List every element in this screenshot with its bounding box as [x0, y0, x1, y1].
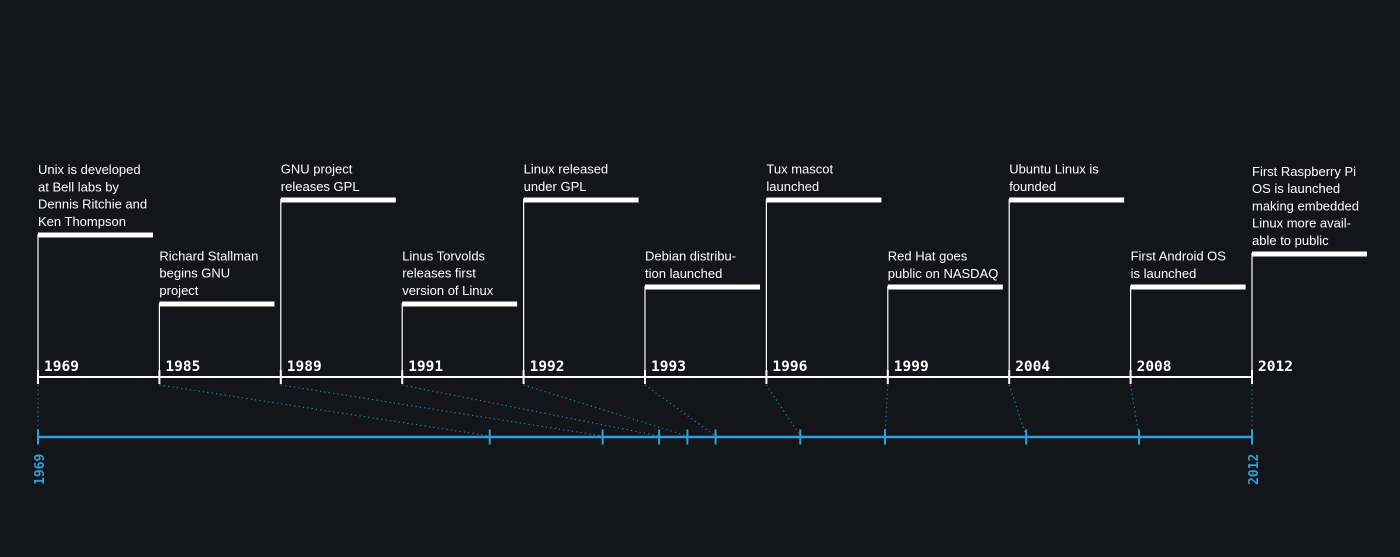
connector-1989: [280, 384, 603, 437]
event-label-1969: Ken Thompson: [38, 214, 126, 229]
event-label-1991: releases first: [402, 266, 476, 281]
event-label-1993: tion launched: [645, 266, 722, 281]
event-label-1969: Dennis Ritchie and: [38, 197, 147, 212]
event-label-1985: Richard Stallman: [159, 248, 258, 263]
event-bar-2004: [1009, 197, 1125, 203]
year-label-2008: 2008: [1137, 359, 1172, 375]
connector-1999: [884, 384, 889, 437]
scale-start-label: 1969: [33, 454, 48, 485]
year-label-1991: 1991: [408, 359, 443, 375]
event-label-2008: First Android OS: [1131, 249, 1227, 264]
event-bar-1991: [402, 301, 518, 307]
event-label-1989: releases GPL: [281, 179, 360, 194]
connector-1996: [765, 384, 801, 437]
connector-1992: [523, 384, 688, 437]
event-label-2008: is launched: [1131, 266, 1197, 281]
event-label-2004: founded: [1009, 179, 1056, 194]
year-label-1993: 1993: [651, 359, 686, 375]
year-label-1992: 1992: [530, 359, 565, 375]
event-label-1993: Debian distribu-: [645, 249, 736, 264]
event-label-1996: Tux mascot: [766, 162, 833, 177]
connector-1991: [402, 384, 660, 437]
scale-end-label: 2012: [1247, 454, 1262, 485]
year-label-2012: 2012: [1258, 359, 1293, 375]
event-bar-1996: [766, 197, 882, 203]
event-label-1996: launched: [766, 179, 819, 194]
event-label-1969: at Bell labs by: [38, 179, 119, 194]
connector-1985: [159, 384, 490, 437]
event-label-2012: First Raspberry Pi: [1252, 164, 1356, 179]
event-bar-2008: [1130, 284, 1246, 290]
connector-2004: [1008, 384, 1027, 437]
event-bar-1969: [38, 232, 153, 238]
year-label-1969: 1969: [44, 359, 79, 375]
event-label-2012: Linux more avail-: [1252, 216, 1351, 231]
event-label-1991: Linus Torvolds: [402, 248, 485, 263]
event-label-2004: Ubuntu Linux is: [1009, 162, 1099, 177]
year-label-2004: 2004: [1015, 359, 1050, 375]
event-label-1991: version of Linux: [402, 283, 494, 298]
connector-2008: [1130, 384, 1140, 437]
event-label-1992: under GPL: [524, 179, 587, 194]
event-label-1999: Red Hat goes: [888, 249, 968, 264]
event-label-2012: making embedded: [1252, 198, 1359, 213]
event-label-2012: able to public: [1252, 233, 1329, 248]
year-label-1996: 1996: [772, 359, 807, 375]
event-label-1989: GNU project: [281, 162, 353, 177]
event-label-1999: public on NASDAQ: [888, 266, 999, 281]
event-label-1985: project: [159, 283, 198, 298]
event-label-1985: begins GNU: [159, 266, 230, 281]
event-bar-1993: [645, 284, 760, 290]
event-label-2012: OS is launched: [1252, 181, 1340, 196]
event-bar-1985: [159, 301, 275, 307]
event-bar-1989: [280, 197, 396, 203]
year-label-1985: 1985: [165, 359, 200, 375]
year-label-1999: 1999: [894, 359, 929, 375]
event-bar-2012: [1252, 251, 1367, 257]
event-bar-1992: [523, 197, 639, 203]
event-label-1969: Unix is developed: [38, 162, 141, 177]
event-bar-1999: [887, 284, 1003, 290]
event-label-1992: Linux released: [524, 162, 609, 177]
connector-1993: [644, 384, 716, 437]
year-label-1989: 1989: [287, 359, 322, 375]
